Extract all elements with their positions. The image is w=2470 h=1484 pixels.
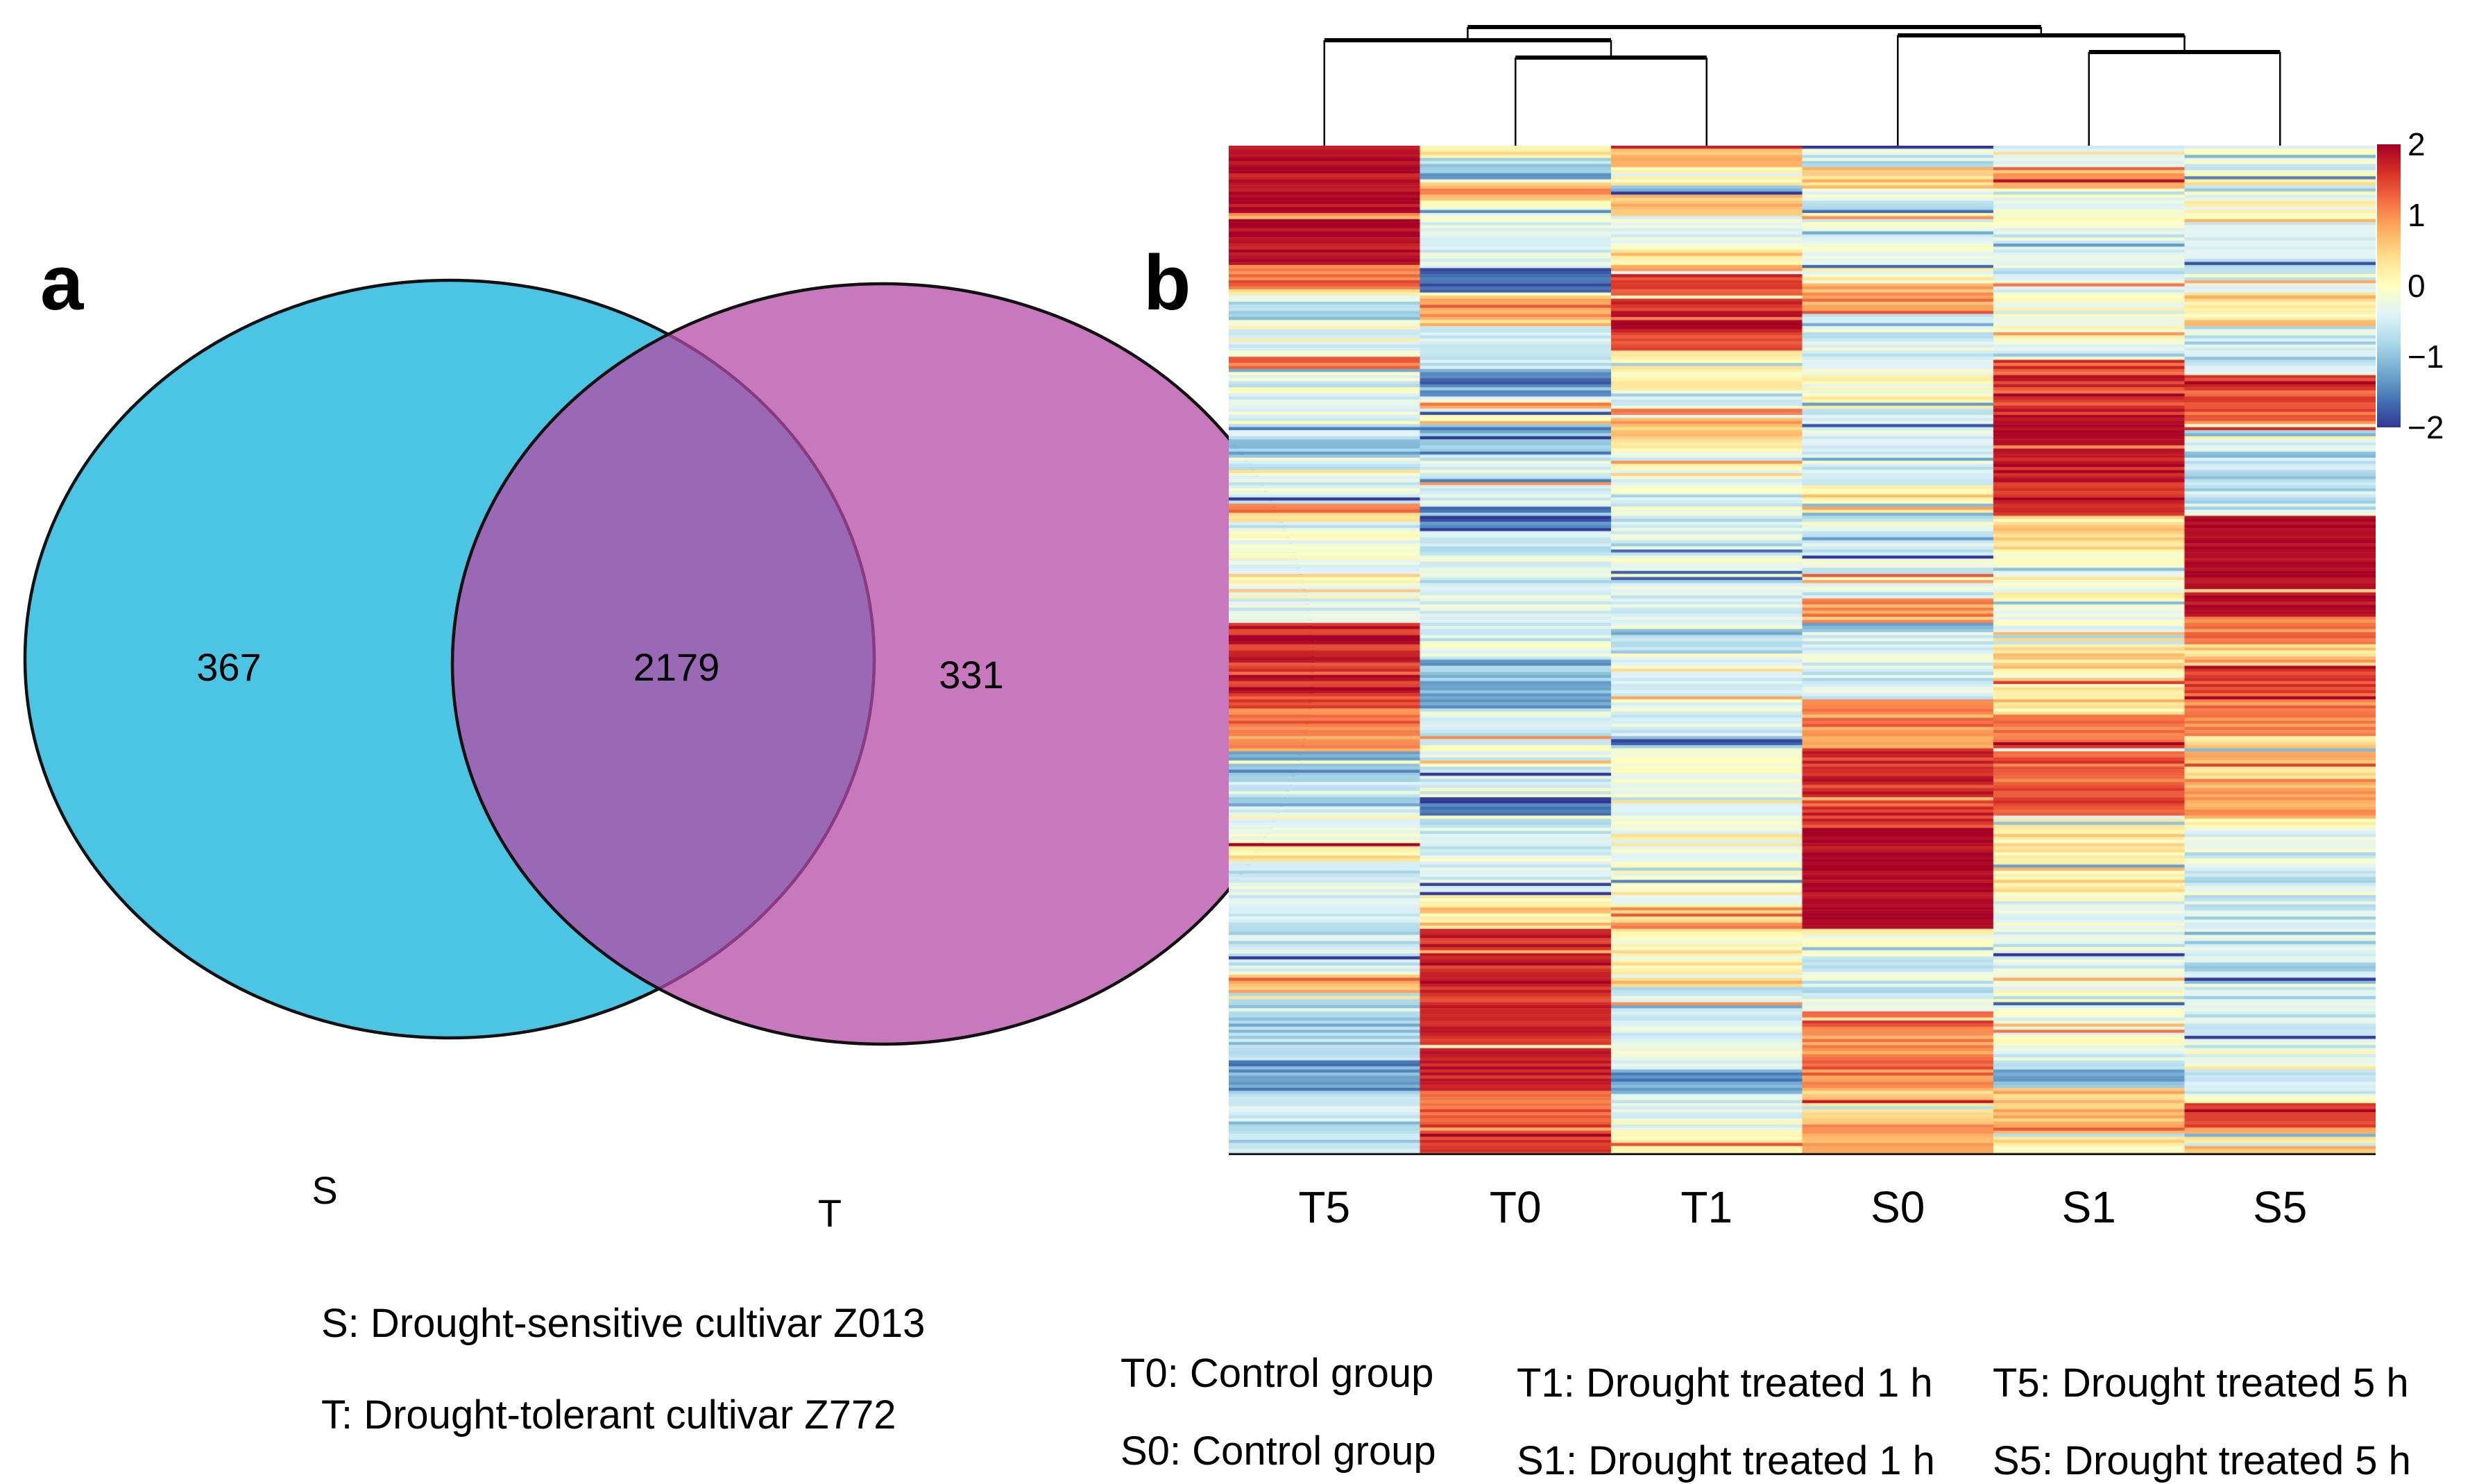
colorbar-tick--2: −2 [2408, 409, 2444, 445]
venn-set-label-t: T [817, 1191, 842, 1235]
legend-item-s1: S1: Drought treated 1 h [1517, 1438, 1935, 1483]
column-label-t1: T1 [1680, 1182, 1733, 1232]
venn-diagram [23, 278, 1315, 1046]
legend-item-t1: T1: Drought treated 1 h [1517, 1361, 1933, 1406]
column-label-s5: S5 [2253, 1182, 2308, 1232]
heatmap [1229, 146, 2376, 1155]
legend-item-t5: T5: Drought treated 5 h [1993, 1361, 2409, 1406]
colorbar-tick--1: −1 [2408, 339, 2444, 375]
venn-set-label-s: S [312, 1168, 338, 1212]
panel-b-label: b [1143, 239, 1191, 326]
column-label-s1: S1 [2061, 1182, 2116, 1232]
venn-count-overlap: 2179 [633, 645, 720, 689]
venn-circle-t [450, 282, 1315, 1046]
panel-a-label: a [40, 239, 84, 326]
colorbar-tick-1: 1 [2408, 197, 2426, 233]
colorbar [2377, 144, 2401, 427]
venn-count-t-only: 331 [939, 653, 1004, 697]
legend-item-s0: S0: Control group [1121, 1428, 1436, 1474]
column-label-t0: T0 [1489, 1182, 1542, 1232]
legend-t-definition: T: Drought-tolerant cultivar Z772 [321, 1392, 896, 1438]
column-label-s0: S0 [1871, 1182, 1925, 1232]
colorbar-tick-0: 0 [2408, 268, 2426, 304]
legend-item-s5: S5: Drought treated 5 h [1993, 1438, 2411, 1483]
venn-count-s-only: 367 [196, 645, 262, 689]
column-label-t5: T5 [1298, 1182, 1351, 1232]
legend-item-t0: T0: Control group [1121, 1351, 1434, 1396]
dendrogram [1323, 25, 2281, 147]
colorbar-tick-2: 2 [2408, 126, 2426, 162]
legend-s-definition: S: Drought-sensitive cultivar Z013 [321, 1301, 926, 1346]
